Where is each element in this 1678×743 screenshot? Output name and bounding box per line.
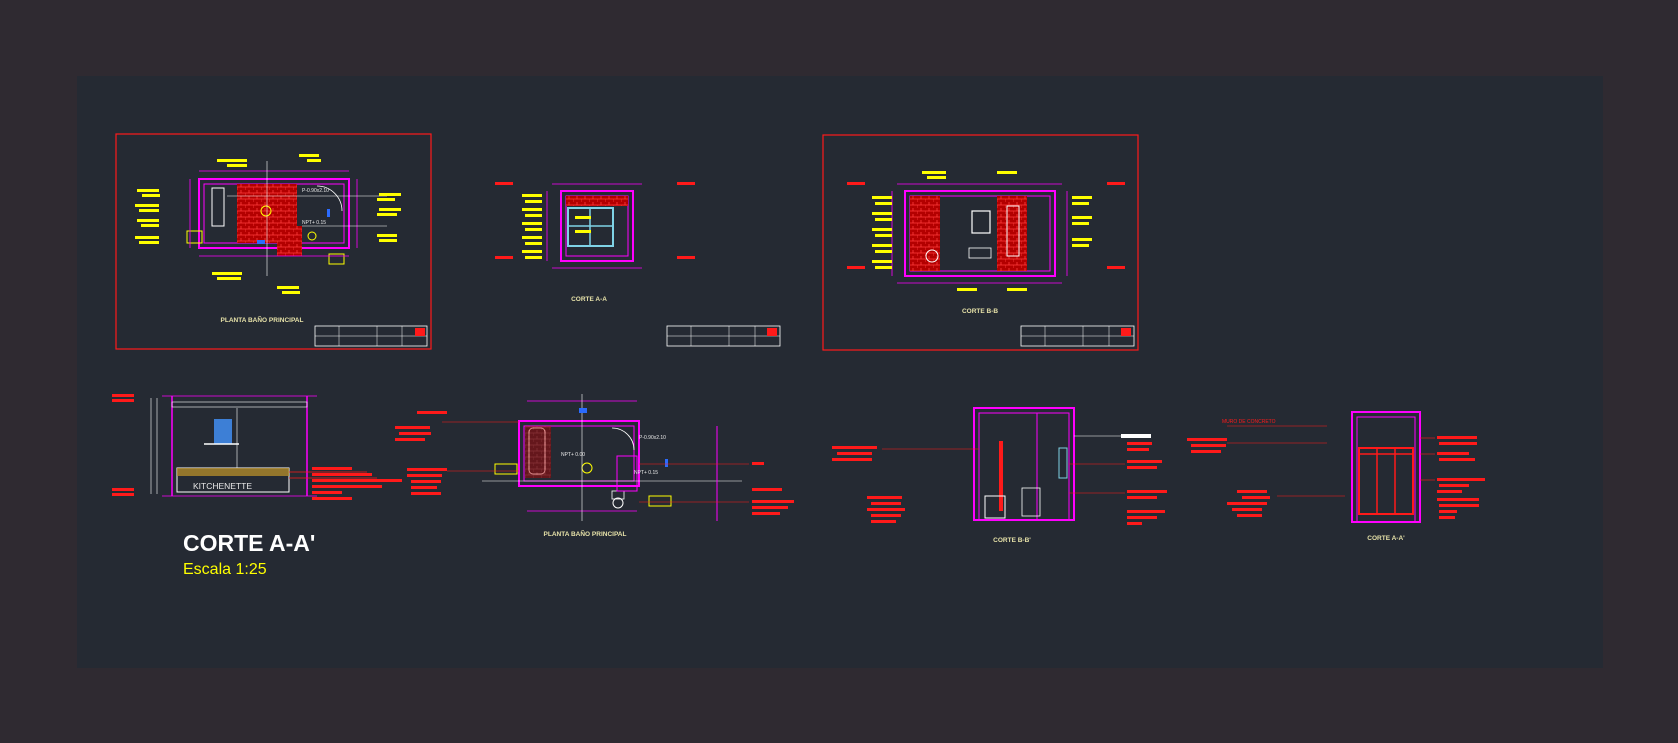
level-tag-1: NPT+ 0.00 [561,452,585,458]
section-wall [904,190,1056,277]
annotation-tags-corte-b [872,171,1092,291]
plan-wall [518,420,640,487]
section-wall [560,190,634,262]
drawing-canvas[interactable]: P-0.90x2.10 NPT+ 0.15 PLANTA BAÑO PRINCI… [77,76,1603,668]
door-tag-text: P-0.90x2.10 [639,435,666,441]
level-tag-2: NPT+ 0.15 [634,470,658,476]
detail-corte-a-prime: MURO DE CONCRETO CORTE A-A' [1187,411,1485,542]
cad-drawing: P-0.90x2.10 NPT+ 0.15 PLANTA BAÑO PRINCI… [112,133,1485,578]
annotation-tags-bottom [212,272,300,294]
door-tag-text: P-0.90x2.10 [302,188,329,194]
detail-kitchenette: KITCHENETTE CORTE A-A' Escala 1:25 [112,394,402,578]
plan-title: PLANTA BAÑO PRINCIPAL [544,529,627,538]
sheet-corte-a: CORTE A-A [495,182,781,347]
annotation-tags-left [135,189,160,244]
sheet-frame [822,134,1139,351]
scale-label: Escala 1:25 [183,561,267,578]
sheet-1-title: PLANTA BAÑO PRINCIPAL [221,315,304,324]
sheet-planta-bano: P-0.90x2.10 NPT+ 0.15 PLANTA BAÑO PRINCI… [115,133,432,350]
title-block [666,325,781,347]
annotation-tags-corte-a-prime [1187,436,1485,519]
annotation-tags-right [377,193,401,242]
sheet-3-title: CORTE B-B [962,308,998,315]
section-wall [1351,411,1421,523]
title-block [1020,325,1135,347]
door-swing [316,185,343,212]
title-block [314,325,428,347]
sheet-corte-b: CORTE B-B [822,134,1139,351]
annotation-tags-top [217,154,321,167]
mirror [971,210,991,234]
sheet-frame [115,133,432,350]
section-b-prime-title: CORTE B-B' [993,537,1031,544]
sheet-2-title: CORTE A-A [571,296,607,303]
detail-corte-b-prime: CORTE B-B' [832,407,1167,544]
annotation-tags-kitchenette [312,467,402,500]
plan-wall [198,178,350,249]
annotation-tags-plan-right [752,462,794,515]
detail-plan: P-0.90x2.10 NPT+ 0.00 NPT+ 0.15 PLANTA B… [395,394,794,538]
kitchenette-label: KITCHENETTE [193,481,252,491]
annotation-tags-plan-left [395,411,447,495]
section-a-prime-title: CORTE A-A' [1367,535,1405,542]
bathtub [211,187,225,227]
level-tag-text: NPT+ 0.15 [302,220,326,226]
detail-title: CORTE A-A' [183,530,315,556]
annotation-tags-corte-b-prime [832,442,1167,525]
hood-icon [214,419,232,444]
door-swing [611,427,635,451]
wall-label: MURO DE CONCRETO [1222,419,1276,425]
annotation-tags-corte-a [522,194,591,259]
